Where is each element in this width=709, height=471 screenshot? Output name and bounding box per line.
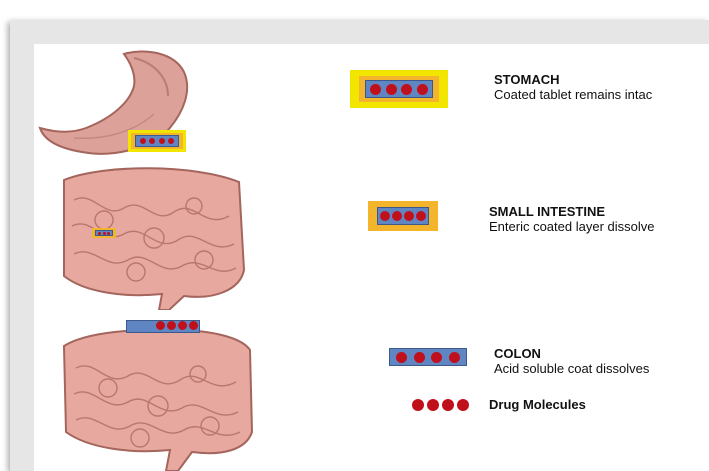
drug-dot: [178, 321, 187, 330]
drug-dot: [457, 399, 469, 411]
small-intestine-tablet-core: [95, 230, 113, 236]
small-intestine-key-core: [377, 207, 429, 225]
drug-dot: [427, 399, 439, 411]
stage-title: COLON: [494, 346, 649, 361]
stomach-tablet: [128, 130, 186, 152]
stage-description: Enteric coated layer dissolve: [489, 219, 654, 234]
drug-dot: [417, 84, 428, 95]
drug-dot: [386, 84, 397, 95]
drug-dot: [380, 211, 390, 221]
drug-dot: [404, 211, 414, 221]
drug-dot: [431, 352, 442, 363]
drug-dot: [442, 399, 454, 411]
small-intestine-key-tablet: [368, 201, 438, 231]
drug-dot: [103, 232, 106, 235]
small-intestine-tablet: [92, 228, 116, 238]
drug-dot: [189, 321, 198, 330]
stomach-key-core: [365, 80, 433, 98]
drug-dot: [392, 211, 402, 221]
slide-border: STOMACH Coated tablet remains intac SMAL…: [10, 20, 709, 471]
drug-dot: [98, 232, 101, 235]
legend-drug-dots: [412, 399, 469, 411]
colon-key-core: [389, 348, 467, 366]
stage-title: STOMACH: [494, 72, 652, 87]
drug-dot: [416, 211, 426, 221]
drug-dot: [449, 352, 460, 363]
stage-description: Coated tablet remains intac: [494, 87, 652, 102]
legend-label: Drug Molecules: [489, 397, 586, 412]
drug-dot: [168, 138, 174, 144]
drug-dot: [401, 84, 412, 95]
stage-description: Acid soluble coat dissolves: [494, 361, 649, 376]
colon-released-drug: [156, 321, 198, 330]
stomach-key-tablet: [350, 70, 448, 108]
drug-dot: [370, 84, 381, 95]
stomach-tablet-core: [135, 135, 179, 147]
small-intestine-illustration: [44, 160, 259, 310]
drug-dot: [140, 138, 146, 144]
drug-dot: [107, 232, 110, 235]
colon-illustration: [46, 316, 261, 471]
drug-dot: [167, 321, 176, 330]
drug-dot: [159, 138, 165, 144]
slide-canvas: STOMACH Coated tablet remains intac SMAL…: [34, 44, 709, 471]
drug-dot: [396, 352, 407, 363]
colon-label: COLON Acid soluble coat dissolves: [494, 346, 649, 376]
stomach-label: STOMACH Coated tablet remains intac: [494, 72, 652, 102]
stage-title: SMALL INTESTINE: [489, 204, 654, 219]
drug-dot: [414, 352, 425, 363]
drug-dot: [412, 399, 424, 411]
small-intestine-label: SMALL INTESTINE Enteric coated layer dis…: [489, 204, 654, 234]
drug-dot: [156, 321, 165, 330]
drug-dot: [149, 138, 155, 144]
